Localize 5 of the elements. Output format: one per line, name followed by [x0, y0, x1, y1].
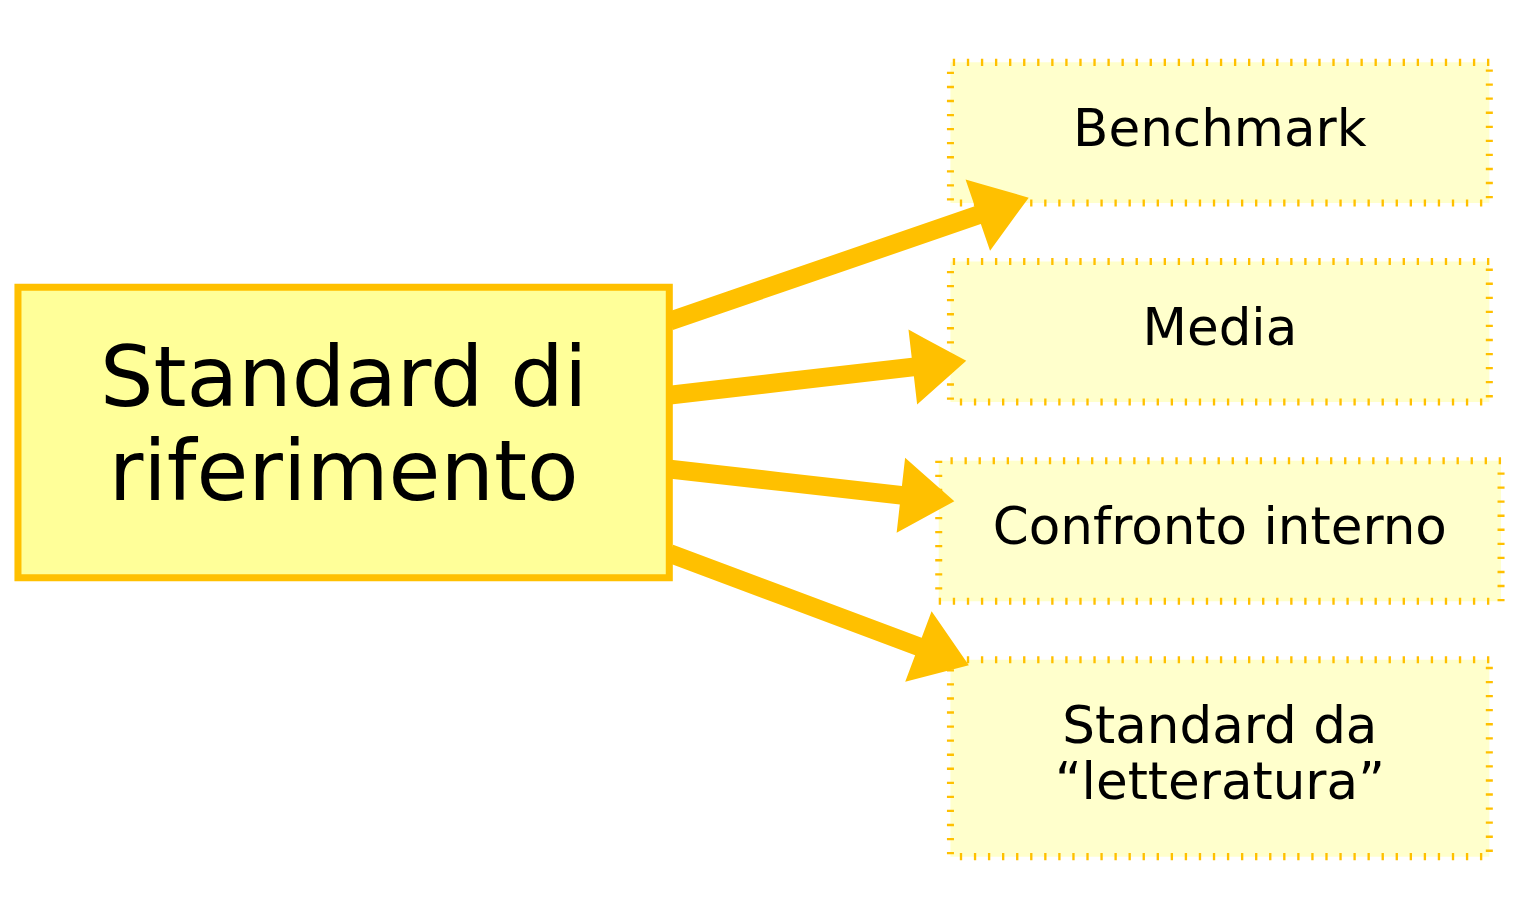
node-box: Media [946, 257, 1493, 406]
node-box: Benchmark [946, 58, 1493, 206]
node-box: Confronto interno [935, 456, 1505, 605]
node-box: Standard da “letteratura” [946, 655, 1493, 860]
node-box: Standard di riferimento [14, 283, 673, 581]
